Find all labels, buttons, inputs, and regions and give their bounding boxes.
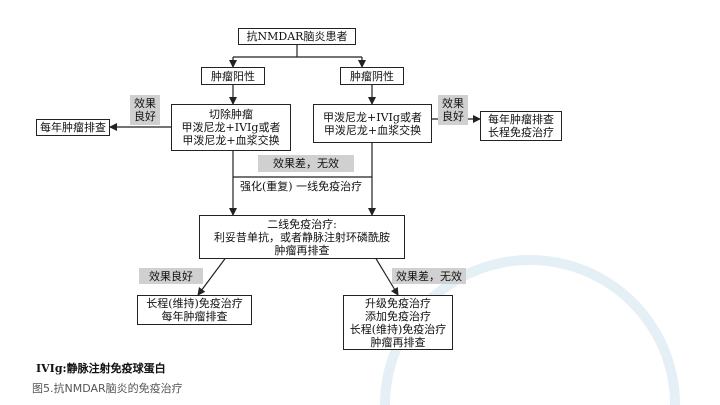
left-outcome-text: 每年肿瘤排查 bbox=[40, 121, 106, 134]
tumor-negative-box: 肿瘤阴性 bbox=[340, 67, 404, 85]
poor-effect-label-2: 效果差，无效 bbox=[392, 268, 466, 284]
right-outcome-box: 每年肿瘤排查 长程免疫治疗 bbox=[480, 111, 562, 141]
left-treatment-line-3: 甲泼尼龙+血浆交换 bbox=[182, 134, 280, 147]
left-good-label: 效果 良好 bbox=[130, 95, 160, 125]
final-right-line-4: 肿瘤再排查 bbox=[370, 335, 426, 349]
final-left-box: 长程(维持)免疫治疗 每年肿瘤排查 bbox=[137, 295, 252, 325]
poor-effect-label-1-text: 效果差，无效 bbox=[273, 157, 339, 170]
right-good-label: 效果 良好 bbox=[438, 95, 468, 125]
left-good-label-line-2: 良好 bbox=[134, 110, 156, 123]
final-right-line-1: 升级免疫治疗 bbox=[365, 296, 431, 310]
final-right-box: 升级免疫治疗 添加免疫治疗 长程(维持)免疫治疗 肿瘤再排查 bbox=[343, 295, 453, 350]
left-treatment-line-2: 甲泼尼龙+IVIg或者 bbox=[181, 121, 281, 134]
second-line-title: 二线免疫治疗: bbox=[267, 217, 337, 231]
right-good-label-line-2: 良好 bbox=[442, 110, 464, 123]
final-right-line-3: 长程(维持)免疫治疗 bbox=[349, 322, 447, 336]
good-effect-label-2: 效果良好 bbox=[139, 268, 203, 284]
left-treatment-line-1: 切除肿瘤 bbox=[209, 108, 253, 121]
patient-box-text: 抗NMDAR脑炎患者 bbox=[246, 30, 348, 43]
patient-box: 抗NMDAR脑炎患者 bbox=[238, 28, 356, 45]
right-good-label-line-1: 效果 bbox=[442, 97, 464, 110]
good-effect-label-2-text: 效果良好 bbox=[149, 269, 193, 283]
figure-caption: 图5.抗NMDAR脑炎的免疫治疗 bbox=[32, 382, 183, 395]
right-outcome-line-2: 长程免疫治疗 bbox=[488, 126, 554, 139]
tumor-positive-text: 肿瘤阳性 bbox=[211, 69, 255, 83]
right-treatment-line-2: 甲泼尼龙+血浆交换 bbox=[323, 123, 422, 137]
footnote: IVIg:静脉注射免疫球蛋白 bbox=[36, 362, 166, 375]
arrow-to-final-right bbox=[371, 251, 399, 296]
left-outcome-box: 每年肿瘤排查 bbox=[36, 119, 110, 136]
final-left-line-1: 长程(维持)免疫治疗 bbox=[146, 297, 243, 310]
arrow-to-final-left bbox=[197, 251, 231, 296]
left-good-label-line-1: 效果 bbox=[134, 97, 156, 110]
poor-effect-label-1: 效果差，无效 bbox=[258, 155, 354, 172]
second-line-drugs: 利妥昔单抗，或者静脉注射环磷酰胺 bbox=[214, 230, 390, 244]
final-left-line-2: 每年肿瘤排查 bbox=[161, 310, 228, 323]
second-line-box: 二线免疫治疗: 利妥昔单抗，或者静脉注射环磷酰胺 肿瘤再排查 bbox=[199, 215, 405, 259]
tumor-negative-text: 肿瘤阴性 bbox=[350, 69, 394, 83]
left-treatment-box: 切除肿瘤 甲泼尼龙+IVIg或者 甲泼尼龙+血浆交换 bbox=[171, 104, 291, 151]
tumor-positive-box: 肿瘤阳性 bbox=[201, 67, 265, 85]
intensify-text: 强化(重复) 一线免疫治疗 bbox=[237, 180, 366, 193]
right-treatment-line-1: 甲泼尼龙+IVIg或者 bbox=[323, 110, 422, 124]
right-outcome-line-1: 每年肿瘤排查 bbox=[488, 113, 554, 126]
second-line-screening: 肿瘤再排查 bbox=[274, 243, 330, 257]
final-right-line-2: 添加免疫治疗 bbox=[365, 309, 431, 323]
right-treatment-box: 甲泼尼龙+IVIg或者 甲泼尼龙+血浆交换 bbox=[313, 104, 432, 143]
poor-effect-label-2-text: 效果差，无效 bbox=[396, 269, 462, 283]
